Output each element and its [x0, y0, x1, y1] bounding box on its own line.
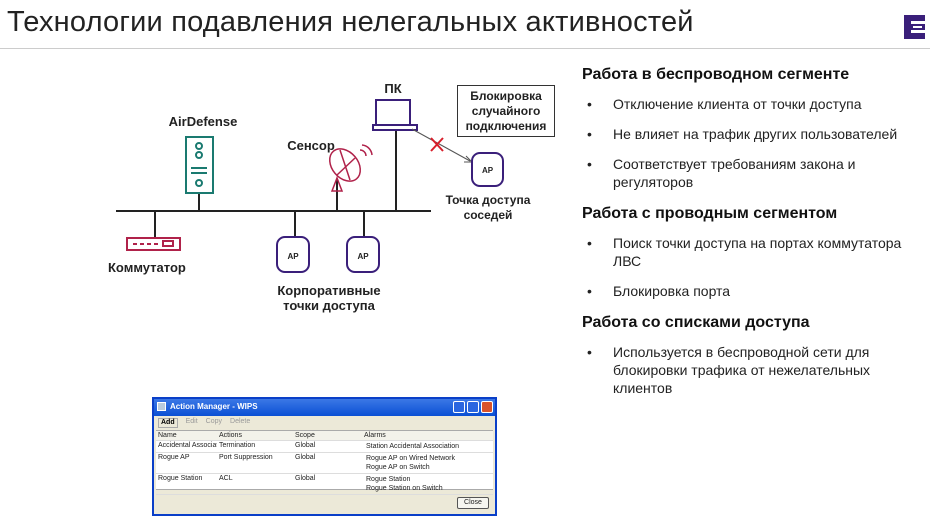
laptop-icon — [372, 99, 418, 131]
section-wired: Работа с проводным сегментом Поиск точки… — [582, 205, 932, 300]
minimize-button[interactable] — [453, 401, 465, 413]
ap-label: AP — [357, 252, 369, 261]
edit-button[interactable]: Edit — [185, 418, 198, 425]
window-titlebar: Action Manager - WIPS — [154, 399, 495, 416]
blocked-connection-arrow — [411, 128, 471, 162]
switch-icon — [126, 237, 181, 251]
note-line: подключения — [465, 119, 547, 133]
ap-label: AP — [287, 252, 299, 261]
corporate-ap-icon — [276, 236, 310, 273]
corporate-ap-icon — [346, 236, 380, 273]
title-divider — [0, 48, 930, 49]
close-window-button[interactable] — [481, 401, 493, 413]
list-item: Соответствует требованиям закона и регул… — [582, 155, 932, 191]
action-manager-window: Action Manager - WIPS Add Edit Copy Dele… — [152, 397, 497, 516]
block-note-box: Блокировка случайного подключения — [457, 85, 555, 137]
switch-label: Коммутатор — [108, 260, 186, 275]
page-title: Технологии подавления нелегальных активн… — [7, 6, 694, 38]
close-button[interactable]: Close — [457, 497, 489, 509]
airdefense-label: AirDefense — [168, 114, 238, 129]
sensor-label: Сенсор — [287, 138, 335, 153]
delete-button[interactable]: Delete — [230, 418, 251, 425]
note-line: Блокировка — [470, 89, 542, 103]
section-acl: Работа со списками доступа Используется … — [582, 314, 932, 397]
copy-button[interactable]: Copy — [205, 418, 223, 425]
app-icon — [157, 402, 166, 411]
list-item: Поиск точки доступа на портах коммутатор… — [582, 234, 932, 270]
brand-logo-icon — [904, 15, 925, 39]
toolbar: Add Edit Copy Delete — [154, 416, 495, 430]
note-line: случайного — [471, 104, 541, 118]
ap-label: AP — [481, 166, 494, 175]
list-item: Блокировка порта — [582, 282, 932, 300]
pc-label: ПК — [384, 81, 402, 96]
list-item: Не влияет на трафик других пользователей — [582, 125, 932, 143]
sensor-dish-icon — [328, 144, 373, 192]
feature-list: Работа в беспроводном сегменте Отключени… — [582, 66, 932, 411]
list-item: Используется в беспроводной сети для бло… — [582, 343, 932, 397]
maximize-button[interactable] — [467, 401, 479, 413]
blocked-x-icon — [430, 137, 444, 152]
list-item: Отключение клиента от точки доступа — [582, 95, 932, 113]
airdefense-server-icon — [185, 136, 214, 194]
section-wireless: Работа в беспроводном сегменте Отключени… — [582, 66, 932, 191]
add-button[interactable]: Add — [158, 418, 178, 428]
neighbor-ap-icon — [471, 152, 504, 187]
